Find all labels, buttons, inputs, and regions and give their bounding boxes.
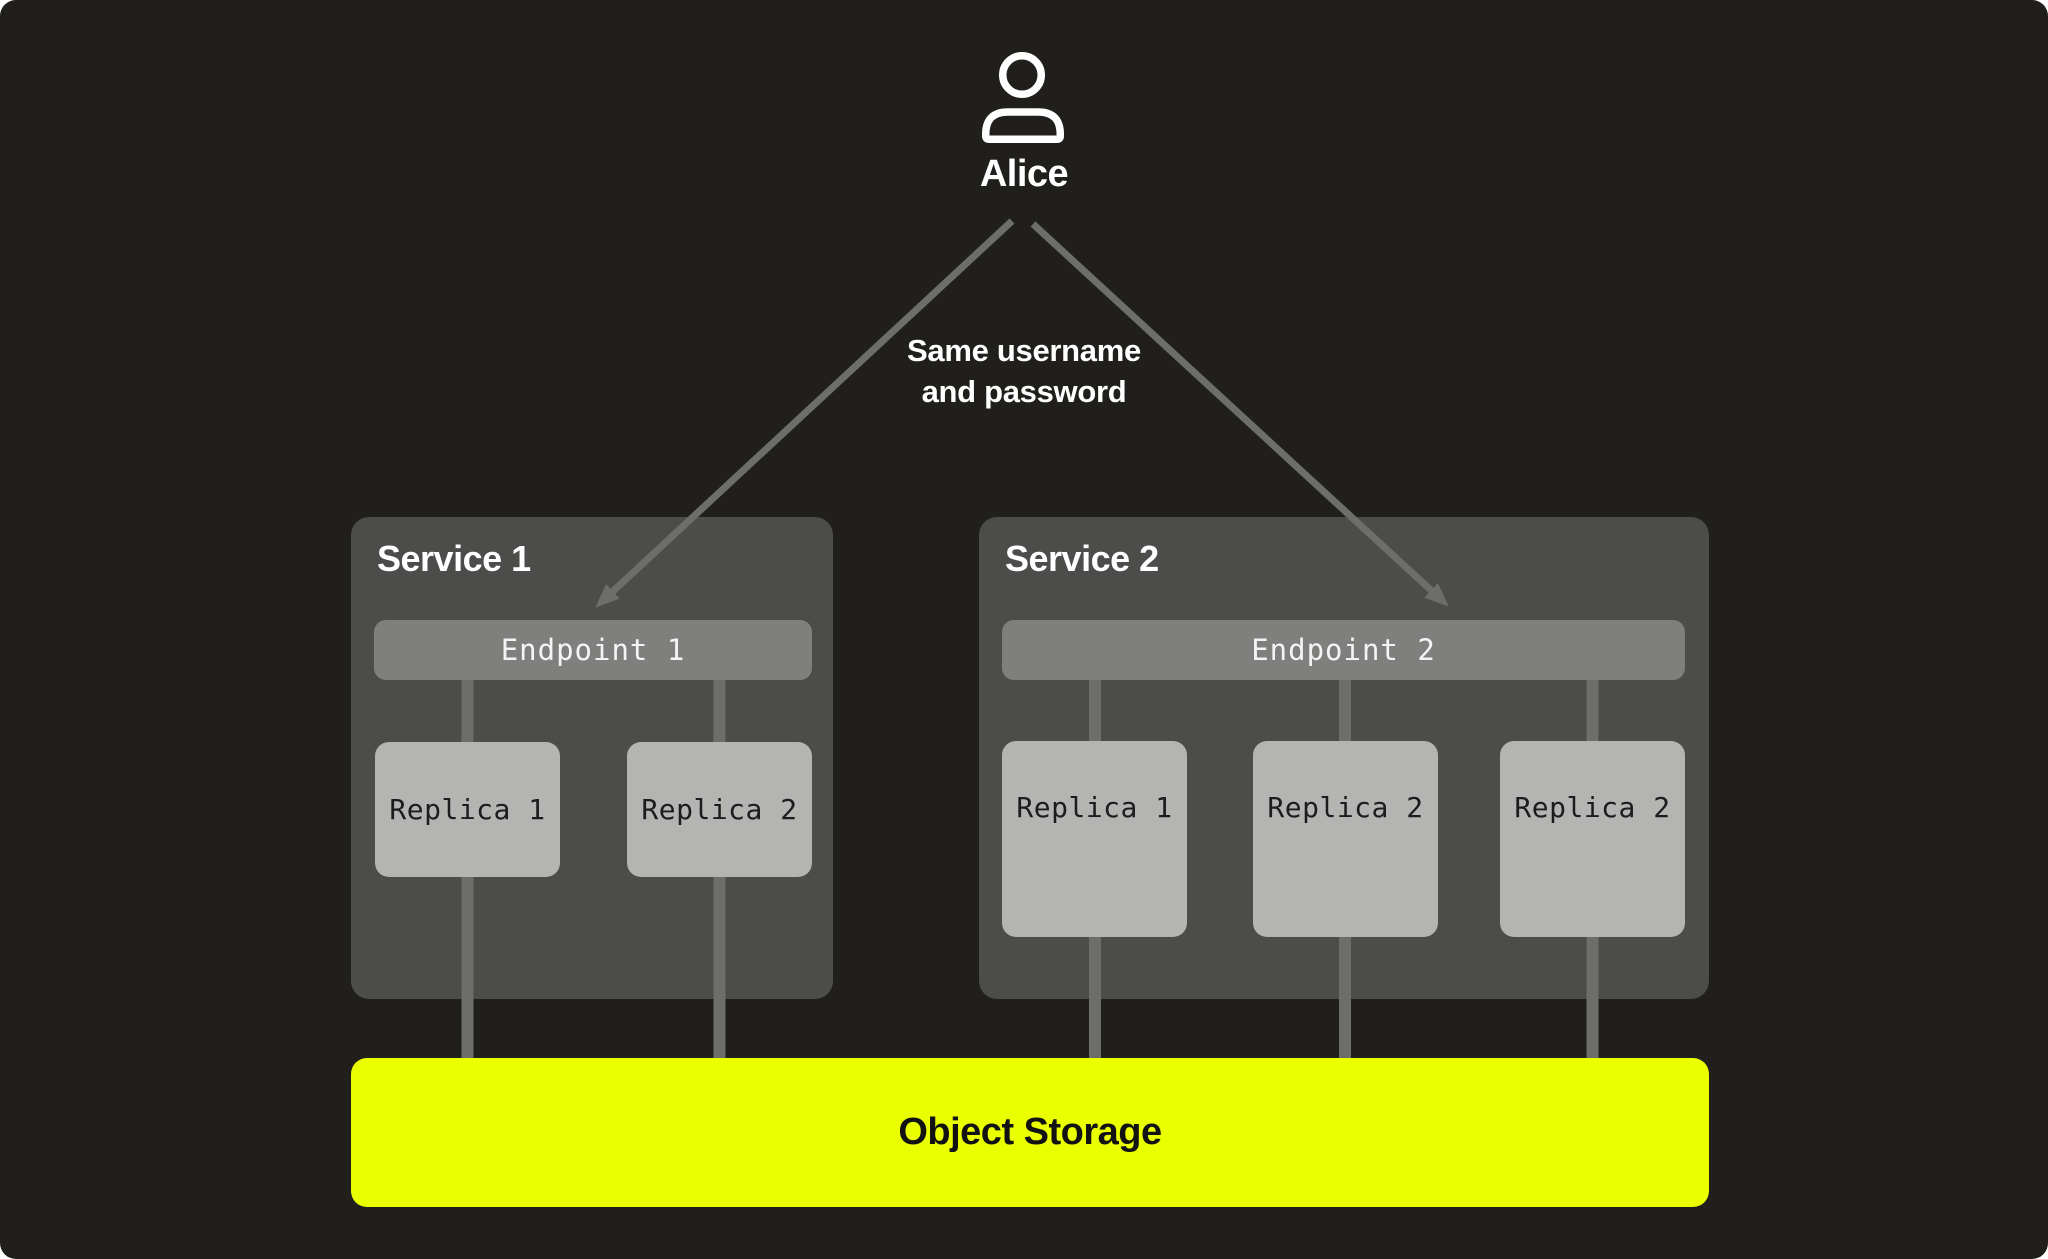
service-2-title: Service 2 — [1005, 538, 1159, 579]
service-2-replica-1: Replica 1 — [1002, 741, 1187, 937]
service-2-replica-2: Replica 2 — [1253, 741, 1438, 937]
endpoint-2-label: Endpoint 2 — [1251, 633, 1436, 667]
annotation-line-1: Same username — [907, 333, 1141, 368]
arrow-annotation: Same username and password — [824, 330, 1224, 412]
object-storage-label: Object Storage — [898, 1111, 1162, 1153]
endpoint-2-bar: Endpoint 2 — [1002, 620, 1685, 680]
object-storage-bar: Object Storage — [351, 1058, 1709, 1207]
replica-label: Replica 1 — [389, 793, 546, 826]
replica-label: Replica 2 — [641, 793, 798, 826]
annotation-line-2: and password — [921, 374, 1127, 409]
endpoint-1-bar: Endpoint 1 — [374, 620, 812, 680]
replica-label: Replica 1 — [1016, 791, 1173, 824]
arrow-alice-to-endpoint-1 — [595, 218, 1015, 608]
service-1-replica-2: Replica 2 — [627, 742, 812, 877]
person-icon — [982, 52, 1064, 143]
arrow-alice-to-endpoint-2 — [1030, 221, 1449, 607]
service-1-replica-1: Replica 1 — [375, 742, 560, 877]
service-1-title: Service 1 — [377, 538, 531, 579]
replica-label: Replica 2 — [1267, 791, 1424, 824]
replica-label: Replica 2 — [1514, 791, 1671, 824]
service-2-replica-3: Replica 2 — [1500, 741, 1685, 937]
user-label: Alice — [979, 153, 1069, 195]
endpoint-1-label: Endpoint 1 — [500, 633, 686, 667]
